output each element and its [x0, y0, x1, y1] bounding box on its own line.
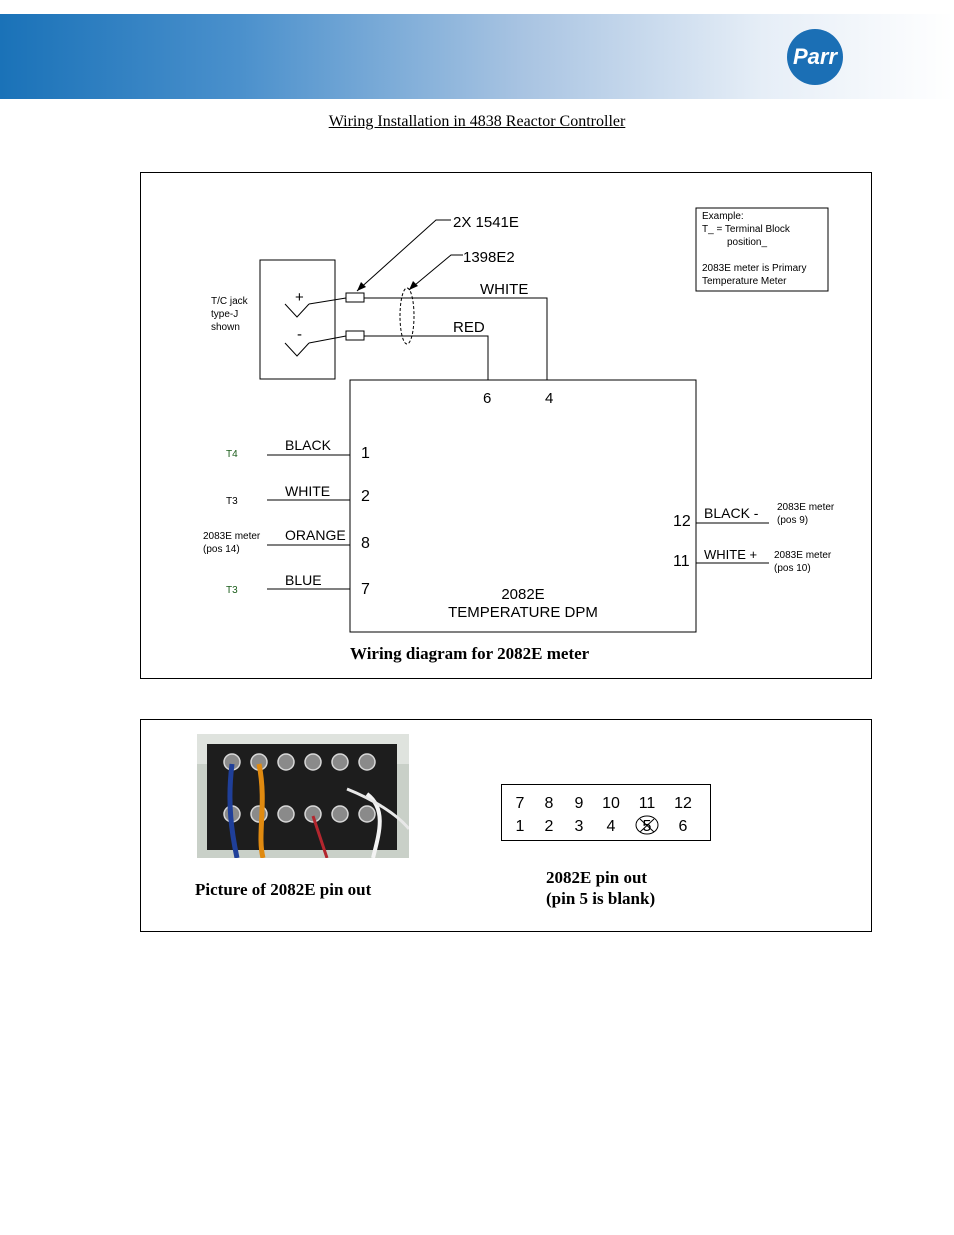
wiring-diagram: + - T/C jack type-J shown 2X 1541E 1398E…	[203, 207, 835, 633]
pin-top-11: 11	[639, 795, 656, 812]
pin-label: 1	[361, 445, 370, 462]
pin-top-8: 8	[545, 795, 554, 812]
pin-top-9: 9	[575, 795, 584, 812]
connector-plus	[345, 292, 365, 303]
wire-label: BLACK	[285, 437, 332, 453]
wire-label: ORANGE	[285, 527, 346, 543]
tc-jack-label-3: shown	[211, 322, 240, 333]
pin-top-10: 10	[602, 795, 620, 812]
wiring-diagram-caption: Wiring diagram for 2082E meter	[350, 644, 590, 663]
left-row-1: T4 BLACK 1	[226, 437, 370, 462]
tc-minus-contact	[284, 342, 310, 357]
dest-label-2: (pos 10)	[774, 563, 811, 574]
terminal-label: T3	[226, 496, 238, 507]
leader-1398e2	[408, 254, 463, 291]
pin-label: 7	[361, 581, 370, 598]
tc-jack-label-1: T/C jack	[211, 296, 249, 307]
pin-label: 2	[361, 488, 370, 505]
example-line-3: position_	[727, 237, 767, 248]
pinout-caption-2: (pin 5 is blank)	[546, 889, 656, 908]
left-row-2: T3 WHITE 2	[226, 483, 370, 507]
dest-label: 2083E meter	[777, 502, 835, 513]
pin-6-label: 6	[483, 390, 491, 407]
leader-2x1541e	[356, 219, 451, 292]
example-line-2: T_ = Terminal Block	[702, 224, 791, 235]
dest-label: 2083E meter	[774, 550, 832, 561]
left-row-4: T3 BLUE 7	[226, 572, 370, 598]
blank-pin-mark	[635, 815, 659, 835]
wire-label: WHITE	[285, 483, 330, 499]
dpm-box	[349, 379, 697, 633]
page-title: Wiring Installation in 4838 Reactor Cont…	[328, 113, 626, 130]
cable-sheath	[399, 287, 415, 345]
pin-bottom-5-blank: 5	[643, 818, 652, 835]
pin-4-label: 4	[545, 390, 553, 407]
example-box	[695, 207, 829, 292]
white-wire	[364, 297, 548, 380]
example-line-1: Example:	[702, 211, 744, 222]
pin-label: 11	[673, 553, 690, 570]
pinout-photo	[197, 734, 409, 858]
connector-minus	[345, 330, 365, 341]
dpm-name: TEMPERATURE DPM	[448, 604, 598, 621]
right-row-2: 11 WHITE + 2083E meter (pos 10)	[673, 547, 832, 574]
part-2x1541e: 2X 1541E	[453, 214, 519, 231]
dpm-model: 2082E	[501, 586, 544, 603]
tc-plus-label: +	[295, 289, 304, 306]
pin-label: 8	[361, 535, 370, 552]
tc-jack-label-2: type-J	[211, 309, 238, 320]
wire-label: BLUE	[285, 572, 322, 588]
terminal-label-2: (pos 14)	[203, 544, 240, 555]
red-wire	[364, 335, 489, 380]
left-row-3: 2083E meter (pos 14) ORANGE 8	[203, 527, 370, 555]
pin-top-12: 12	[674, 795, 692, 812]
photo-caption: Picture of 2082E pin out	[195, 880, 372, 899]
wire-label: BLACK -	[704, 505, 759, 521]
pin-grid: 7 8 9 10 11 12 1 2 3 4 5 6	[501, 784, 711, 841]
wire-label: WHITE +	[704, 547, 757, 562]
pin-bottom-2: 2	[545, 818, 554, 835]
pin-bottom-4: 4	[607, 818, 616, 835]
right-row-1: 12 BLACK - 2083E meter (pos 9)	[673, 502, 835, 530]
pinout-panel: Picture of 2082E pin out 7 8 9 10 11 12 …	[140, 719, 872, 932]
logo-text: Parr	[793, 44, 838, 69]
parr-logo: Parr	[787, 29, 843, 85]
pinout-caption-1: 2082E pin out	[546, 868, 648, 887]
wire-red-label: RED	[453, 319, 485, 336]
wiring-diagram-panel: + - T/C jack type-J shown 2X 1541E 1398E…	[140, 172, 872, 679]
dest-label-2: (pos 9)	[777, 515, 808, 526]
wire-white-label: WHITE	[480, 281, 528, 298]
pin-label: 12	[673, 513, 691, 530]
pin-bottom-6: 6	[679, 818, 688, 835]
pin-top-7: 7	[516, 795, 525, 812]
terminal-label: 2083E meter	[203, 531, 261, 542]
tc-plus-contact	[284, 303, 310, 318]
terminal-label: T4	[226, 449, 238, 460]
pin-bottom-1: 1	[516, 818, 525, 835]
example-line-5: Temperature Meter	[702, 276, 787, 287]
tc-minus-label: -	[297, 326, 302, 343]
part-1398e2: 1398E2	[463, 249, 515, 266]
example-line-4: 2083E meter is Primary	[702, 263, 806, 274]
pin-bottom-3: 3	[575, 818, 584, 835]
tc-jack-box	[259, 259, 336, 380]
terminal-label: T3	[226, 585, 238, 596]
